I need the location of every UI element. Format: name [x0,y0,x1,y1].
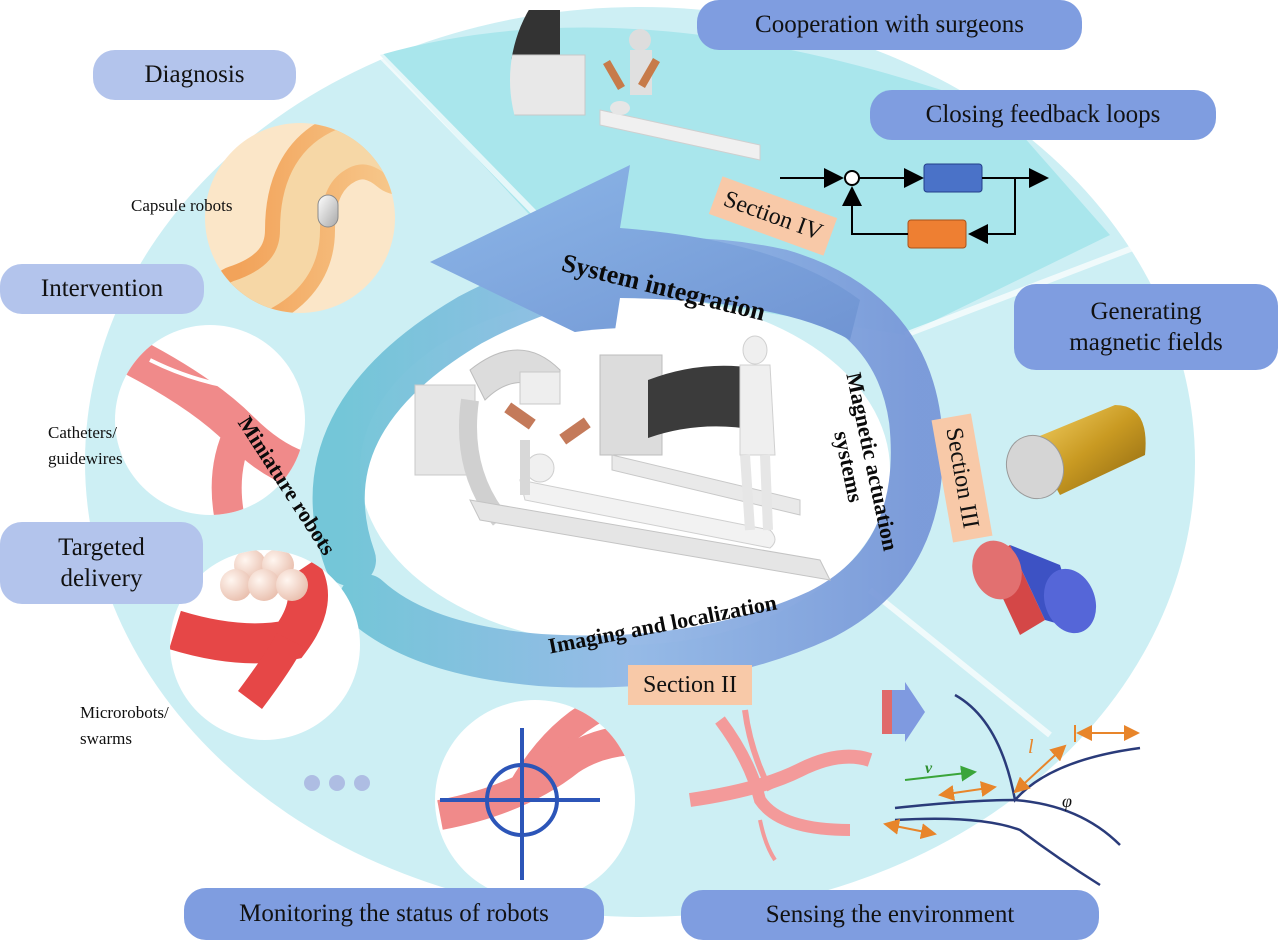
intervention-pill: Intervention [0,264,204,314]
fields-pill: Generating magnetic fields [1014,284,1278,370]
catheter-vessel-illustration [115,325,305,515]
feedback-pill: Closing feedback loops [870,90,1216,140]
diagnosis-label: Diagnosis [144,61,245,89]
microrobots-label-line1: Microrobots/ [80,703,169,722]
capsule-robots-label: Capsule robots [131,196,233,215]
angle-symbol: φ [1062,791,1072,811]
operating-room-illustration [414,335,831,581]
ellipsis-dot [304,775,320,791]
diagnosis-pill: Diagnosis [93,50,296,100]
more-ellipsis-dots [304,775,379,796]
microrobots-label-line2: swarms [80,728,132,748]
catheters-label: Catheters/ guidewires [48,420,123,471]
section-ii-tag: Section II [628,665,752,705]
catheters-label-line2: guidewires [48,448,123,468]
ellipsis-dot [354,775,370,791]
monitoring-crosshair-illustration [435,700,635,900]
feedback-loop-diagram [780,163,1049,249]
catheters-label-line1: Catheters/ [48,423,117,442]
permanent-magnet-illustration [972,540,1097,635]
monitoring-pill: Monitoring the status of robots [184,888,604,940]
coil-cylinder-illustration [1006,405,1146,500]
sensing-dimension-diagram [882,682,1141,887]
fields-label-line1: Generating [1090,297,1202,325]
cooperation-pill: Cooperation with surgeons [697,0,1082,50]
length-symbol: l [1028,736,1034,758]
targeted-delivery-label-line1: Targeted [58,533,145,561]
microrobots-label: Microrobots/ swarms [80,700,169,751]
vessel-tree-illustration [689,709,873,862]
targeted-delivery-pill: Targeted delivery [0,522,203,604]
sensing-label: Sensing the environment [765,901,1015,929]
monitoring-label: Monitoring the status of robots [239,900,549,928]
section-ii-label: Section II [643,671,737,698]
cooperation-label: Cooperation with surgeons [755,11,1024,39]
sensing-pill: Sensing the environment [681,890,1099,940]
intervention-label: Intervention [40,275,164,303]
feedback-label: Closing feedback loops [925,101,1161,129]
fields-label-line2: magnetic fields [1069,329,1223,356]
surgeon-station-illustration [510,10,761,161]
targeted-delivery-label-line2: delivery [60,565,143,592]
velocity-symbol: v [925,760,933,777]
ellipsis-dot [329,775,345,791]
